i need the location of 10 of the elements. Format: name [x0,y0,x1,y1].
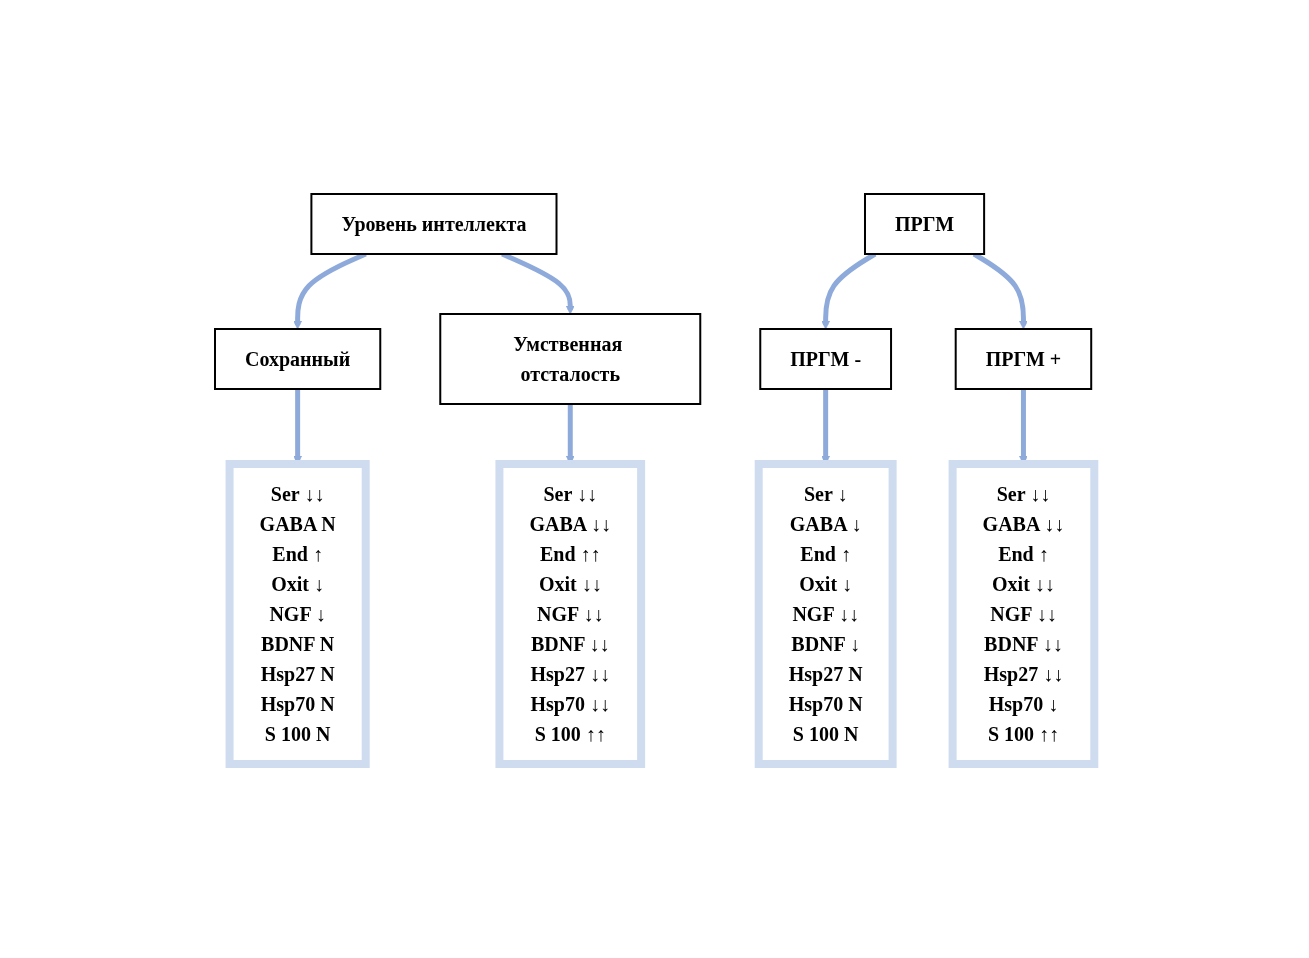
node-box: ПРГМ [863,193,985,255]
node-box: Ser ↓↓ GABA N End ↑ Oxit ↓ NGF ↓ BDNF N Hsp27 N Hsp70 N S 100 N [225,460,370,768]
node-box: Ser ↓↓ GABA ↓↓ End ↑ Oxit ↓↓ NGF ↓↓ BDNF ↓↓ Hsp27 ↓↓ Hsp70 ↓ S 100 ↑↑ [948,460,1099,768]
node-box: Сохранный [213,328,382,390]
node-box: ПРГМ - [759,328,892,390]
node-box: Ser ↓ GABA ↓ End ↑ Oxit ↓ NGF ↓↓ BDNF ↓ Hsp27 N Hsp70 N S 100 N [754,460,897,768]
node-box: Уровень интеллекта [310,193,558,255]
node-box: ПРГМ + [954,328,1093,390]
node-box: Ser ↓↓ GABA ↓↓ End ↑↑ Oxit ↓↓ NGF ↓↓ BDNF ↓↓ Hsp27 ↓↓ Hsp70 ↓↓ S 100 ↑↑ [495,460,645,768]
node-box: Умственная отсталость [439,313,702,405]
